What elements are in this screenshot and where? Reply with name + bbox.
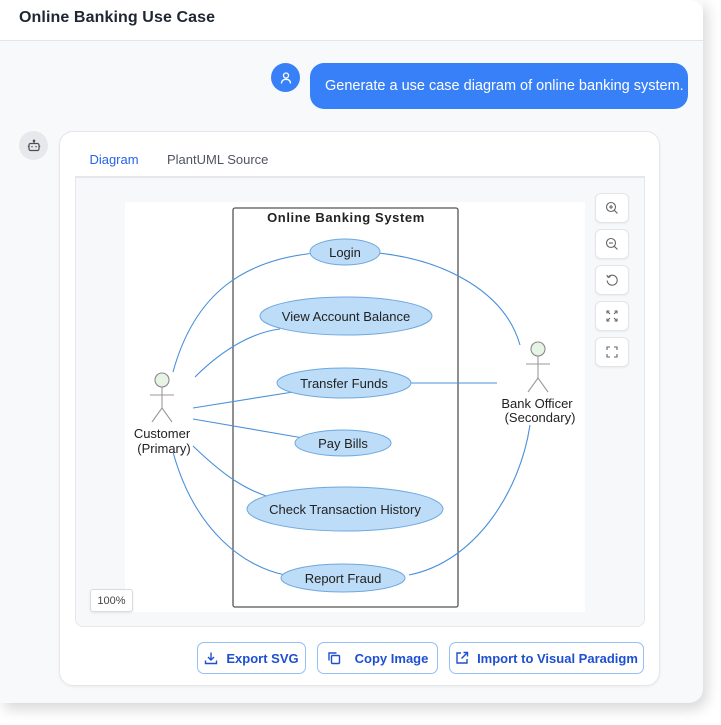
assistant-response-card: Diagram PlantUML Source Online Banking S… [59, 131, 660, 686]
zoom-in-button[interactable] [595, 193, 629, 223]
use-case-login[interactable]: Login [309, 238, 381, 266]
robot-icon [27, 138, 40, 151]
copy-image-label: Copy Image [354, 650, 429, 666]
view-tabs: Diagram PlantUML Source [75, 146, 645, 180]
rotate-ccw-icon [606, 274, 618, 286]
fullscreen-button[interactable] [595, 337, 629, 367]
bot-avatar [19, 131, 48, 160]
svg-text:Bank Officer: Bank Officer [501, 396, 573, 411]
copy-image-button[interactable]: Copy Image [317, 642, 438, 674]
actor-bank-officer[interactable]: Bank Officer (Secondary) [501, 341, 576, 425]
actor-customer[interactable]: Customer (Primary) [134, 372, 191, 456]
use-case-pay-bills[interactable]: Pay Bills [294, 429, 392, 457]
svg-text:(Primary): (Primary) [137, 441, 190, 456]
svg-text:Pay Bills: Pay Bills [318, 436, 368, 451]
fit-screen-icon [606, 310, 618, 322]
tab-plantuml-source[interactable]: PlantUML Source [167, 152, 269, 167]
svg-text:Check Transaction History: Check Transaction History [269, 502, 421, 517]
export-svg-label: Export SVG [226, 650, 299, 666]
zoom-in-icon [605, 201, 618, 214]
system-name: Online Banking System [267, 210, 425, 225]
download-icon [205, 652, 218, 665]
user-avatar [271, 63, 300, 92]
diagram-canvas[interactable]: Online Banking System [125, 202, 585, 612]
zoom-out-icon [605, 237, 618, 250]
use-case-diagram: Online Banking System [134, 207, 576, 608]
associations [172, 252, 531, 576]
user-icon [280, 71, 291, 84]
use-case-report-fraud[interactable]: Report Fraud [280, 563, 406, 593]
use-case-transfer-funds[interactable]: Transfer Funds [276, 367, 412, 399]
import-visual-paradigm-label: Import to Visual Paradigm [477, 650, 638, 666]
use-case-check-transaction-history[interactable]: Check Transaction History [246, 486, 444, 532]
svg-text:(Secondary): (Secondary) [505, 410, 576, 425]
copy-icon [327, 652, 340, 665]
stick-figure-icon [150, 372, 174, 423]
svg-text:Transfer Funds: Transfer Funds [300, 376, 388, 391]
user-message-text: Generate a use case diagram of online ba… [325, 78, 684, 94]
zoom-level-indicator: 100% [90, 589, 133, 612]
reset-view-button[interactable] [595, 265, 629, 295]
svg-text:Login: Login [329, 245, 361, 260]
fullscreen-icon [606, 346, 618, 358]
app-window: Online Banking Use Case Generate a use c… [0, 0, 703, 686]
fit-to-screen-button[interactable] [595, 301, 629, 331]
page-header: Online Banking Use Case [0, 0, 703, 41]
stick-figure-icon [526, 341, 550, 393]
svg-text:View Account Balance: View Account Balance [282, 309, 410, 324]
user-message-bubble: Generate a use case diagram of online ba… [310, 63, 688, 109]
use-case-view-account-balance[interactable]: View Account Balance [259, 296, 433, 336]
export-svg-button[interactable]: Export SVG [197, 642, 306, 674]
svg-text:Customer: Customer [134, 426, 191, 441]
import-visual-paradigm-button[interactable]: Import to Visual Paradigm [449, 642, 644, 674]
tab-diagram[interactable]: Diagram [75, 152, 153, 180]
page-title: Online Banking Use Case [19, 9, 216, 26]
external-link-icon [456, 651, 469, 664]
diagram-actions: Export SVG Copy Image Import to Visual P… [60, 642, 661, 675]
zoom-out-button[interactable] [595, 229, 629, 259]
viewer-toolbar [595, 193, 629, 373]
svg-text:Report Fraud: Report Fraud [305, 571, 382, 586]
system-boundary [232, 207, 459, 608]
diagram-viewer: Online Banking System [75, 178, 645, 627]
